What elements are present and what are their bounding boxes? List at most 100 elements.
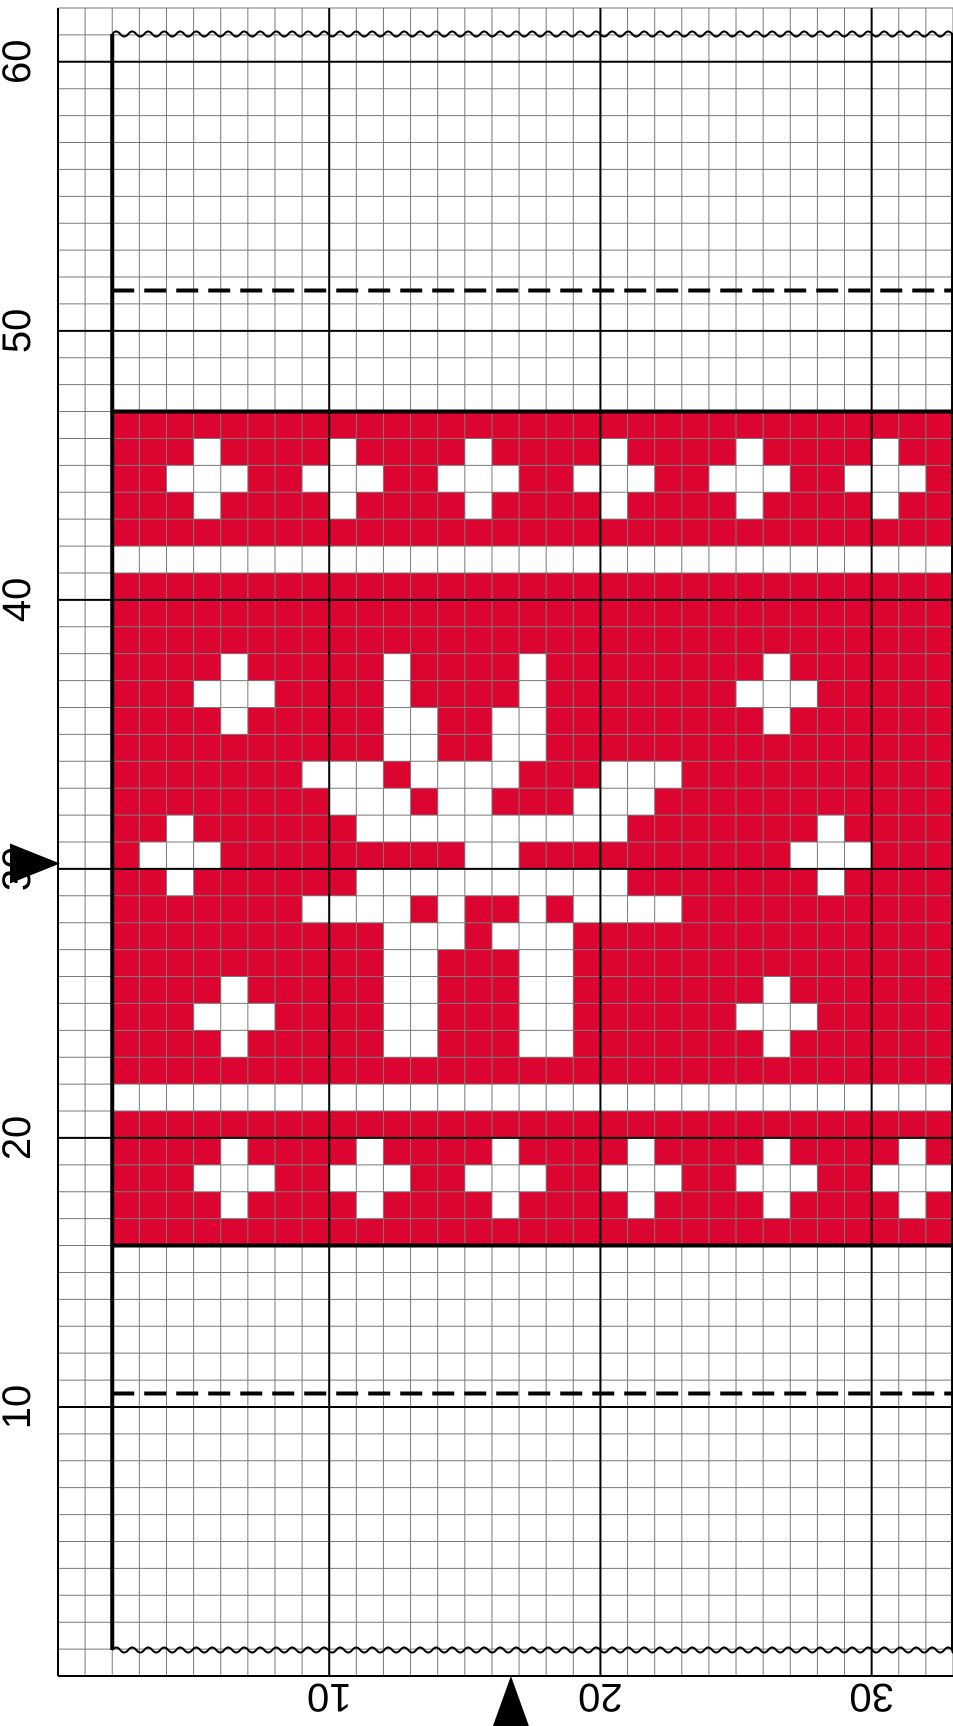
- star-stitch: [519, 707, 546, 734]
- star-stitch: [492, 869, 519, 896]
- white-stitch: [194, 438, 221, 465]
- star-stitch: [519, 654, 546, 681]
- star-stitch: [546, 815, 573, 842]
- star-stitch: [628, 788, 655, 815]
- white-stitch: [872, 465, 899, 492]
- white-stitch: [763, 1030, 790, 1057]
- white-stitch: [763, 465, 790, 492]
- white-stitch: [356, 1165, 383, 1192]
- y-axis-label: 20: [0, 1116, 39, 1161]
- star-stitch: [655, 761, 682, 788]
- white-stitch: [763, 681, 790, 708]
- white-stitch: [736, 492, 763, 519]
- white-stitch: [194, 1165, 221, 1192]
- white-stitch: [356, 465, 383, 492]
- star-stitch: [600, 815, 627, 842]
- white-stitch: [600, 1165, 627, 1192]
- star-stitch: [546, 977, 573, 1004]
- white-stitch: [166, 465, 193, 492]
- star-stitch: [600, 896, 627, 923]
- white-stitch: [817, 815, 844, 842]
- white-stitch: [221, 977, 248, 1004]
- white-stitch: [329, 492, 356, 519]
- white-stitch: [139, 842, 166, 869]
- x-axis-label: 10: [307, 1675, 352, 1719]
- y-axis-label: 40: [0, 578, 39, 623]
- star-stitch: [411, 923, 438, 950]
- star-stitch: [519, 1003, 546, 1030]
- white-stitch: [736, 1003, 763, 1030]
- white-stitch: [221, 681, 248, 708]
- white-stitch: [438, 465, 465, 492]
- star-stitch: [465, 788, 492, 815]
- white-stitch: [194, 681, 221, 708]
- white-stitch: [600, 438, 627, 465]
- white-stitch: [763, 1192, 790, 1219]
- white-stitch: [736, 681, 763, 708]
- white-stitch: [628, 1138, 655, 1165]
- star-stitch: [600, 788, 627, 815]
- star-stitch: [383, 681, 410, 708]
- star-stitch: [573, 869, 600, 896]
- star-stitch: [546, 950, 573, 977]
- star-stitch: [356, 869, 383, 896]
- star-stitch: [383, 707, 410, 734]
- white-stitch: [872, 438, 899, 465]
- white-stitch: [763, 1138, 790, 1165]
- star-stitch: [519, 950, 546, 977]
- star-stitch: [383, 869, 410, 896]
- star-stitch: [519, 869, 546, 896]
- star-stitch: [519, 1030, 546, 1057]
- star-stitch: [411, 734, 438, 761]
- star-stitch: [492, 707, 519, 734]
- white-stitch: [736, 465, 763, 492]
- white-stitch: [817, 842, 844, 869]
- star-stitch: [383, 734, 410, 761]
- white-stitch: [329, 1165, 356, 1192]
- white-stitch: [492, 1192, 519, 1219]
- star-stitch: [519, 815, 546, 842]
- white-stitch: [356, 1192, 383, 1219]
- white-stitch: [899, 1192, 926, 1219]
- star-stitch: [438, 869, 465, 896]
- white-stitch: [465, 438, 492, 465]
- star-stitch: [519, 896, 546, 923]
- white-stitch: [763, 707, 790, 734]
- star-stitch: [655, 896, 682, 923]
- star-stitch: [356, 788, 383, 815]
- white-stitch: [628, 465, 655, 492]
- star-stitch: [628, 761, 655, 788]
- white-stitch: [248, 681, 275, 708]
- star-stitch: [411, 950, 438, 977]
- white-stitch: [492, 465, 519, 492]
- x-axis-label: 20: [578, 1675, 623, 1719]
- star-stitch: [519, 923, 546, 950]
- white-stitch: [872, 1165, 899, 1192]
- white-stitch: [899, 1138, 926, 1165]
- white-stitch: [221, 1192, 248, 1219]
- star-stitch: [383, 1030, 410, 1057]
- white-stitch: [221, 654, 248, 681]
- white-stitch: [628, 1165, 655, 1192]
- star-stitch: [356, 815, 383, 842]
- star-stitch: [546, 923, 573, 950]
- white-stitch: [817, 869, 844, 896]
- white-stitch: [790, 1165, 817, 1192]
- star-stitch: [492, 734, 519, 761]
- bottom-marker-triangle: [493, 1676, 529, 1726]
- white-stitch: [383, 1165, 410, 1192]
- y-axis-label: 10: [0, 1385, 39, 1430]
- wavy-edge-top: [112, 32, 953, 37]
- white-stitch: [194, 842, 221, 869]
- white-stitch: [221, 1138, 248, 1165]
- star-stitch: [411, 869, 438, 896]
- white-stitch: [573, 465, 600, 492]
- white-stitch: [248, 1165, 275, 1192]
- white-stitch: [655, 1165, 682, 1192]
- white-stitch: [166, 869, 193, 896]
- x-axis-label: 30: [849, 1675, 894, 1719]
- star-stitch: [628, 896, 655, 923]
- star-stitch: [519, 977, 546, 1004]
- y-axis-label: 50: [0, 309, 39, 354]
